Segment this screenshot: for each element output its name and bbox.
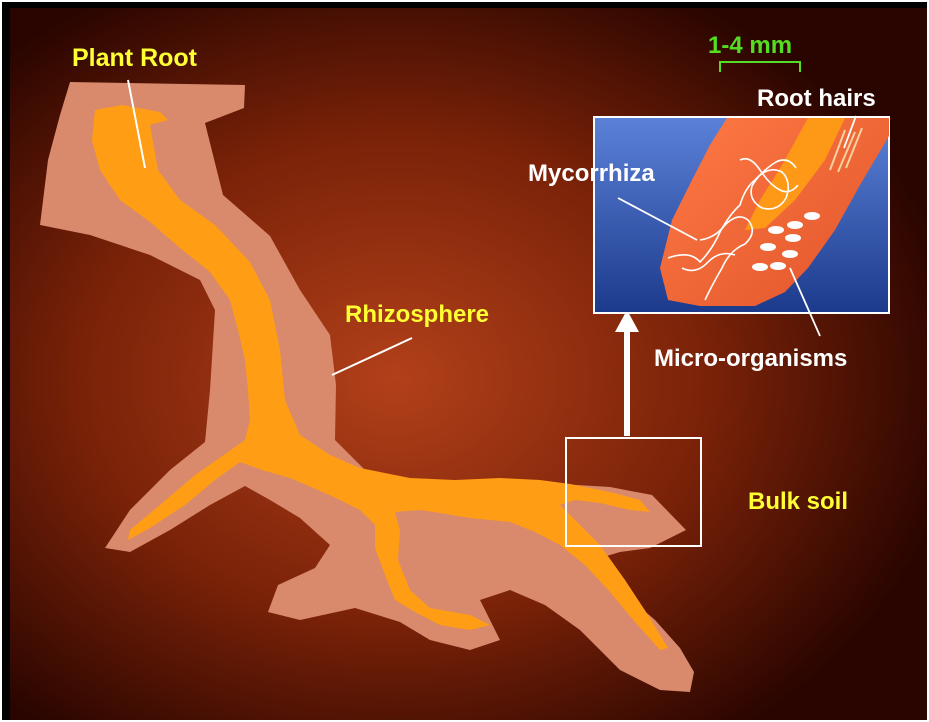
inset-zoom-panel bbox=[594, 116, 889, 313]
plant-root-label: Plant Root bbox=[72, 44, 198, 72]
rhizosphere-label: Rhizosphere bbox=[345, 301, 489, 328]
bulk-soil-label: Bulk soil bbox=[748, 488, 848, 515]
scale-label: 1-4 mm bbox=[708, 32, 792, 59]
micro-organisms-label: Micro-organisms bbox=[654, 345, 847, 372]
mycorrhiza-label: Mycorrhiza bbox=[528, 160, 655, 187]
root-hairs-label: Root hairs bbox=[757, 85, 876, 112]
